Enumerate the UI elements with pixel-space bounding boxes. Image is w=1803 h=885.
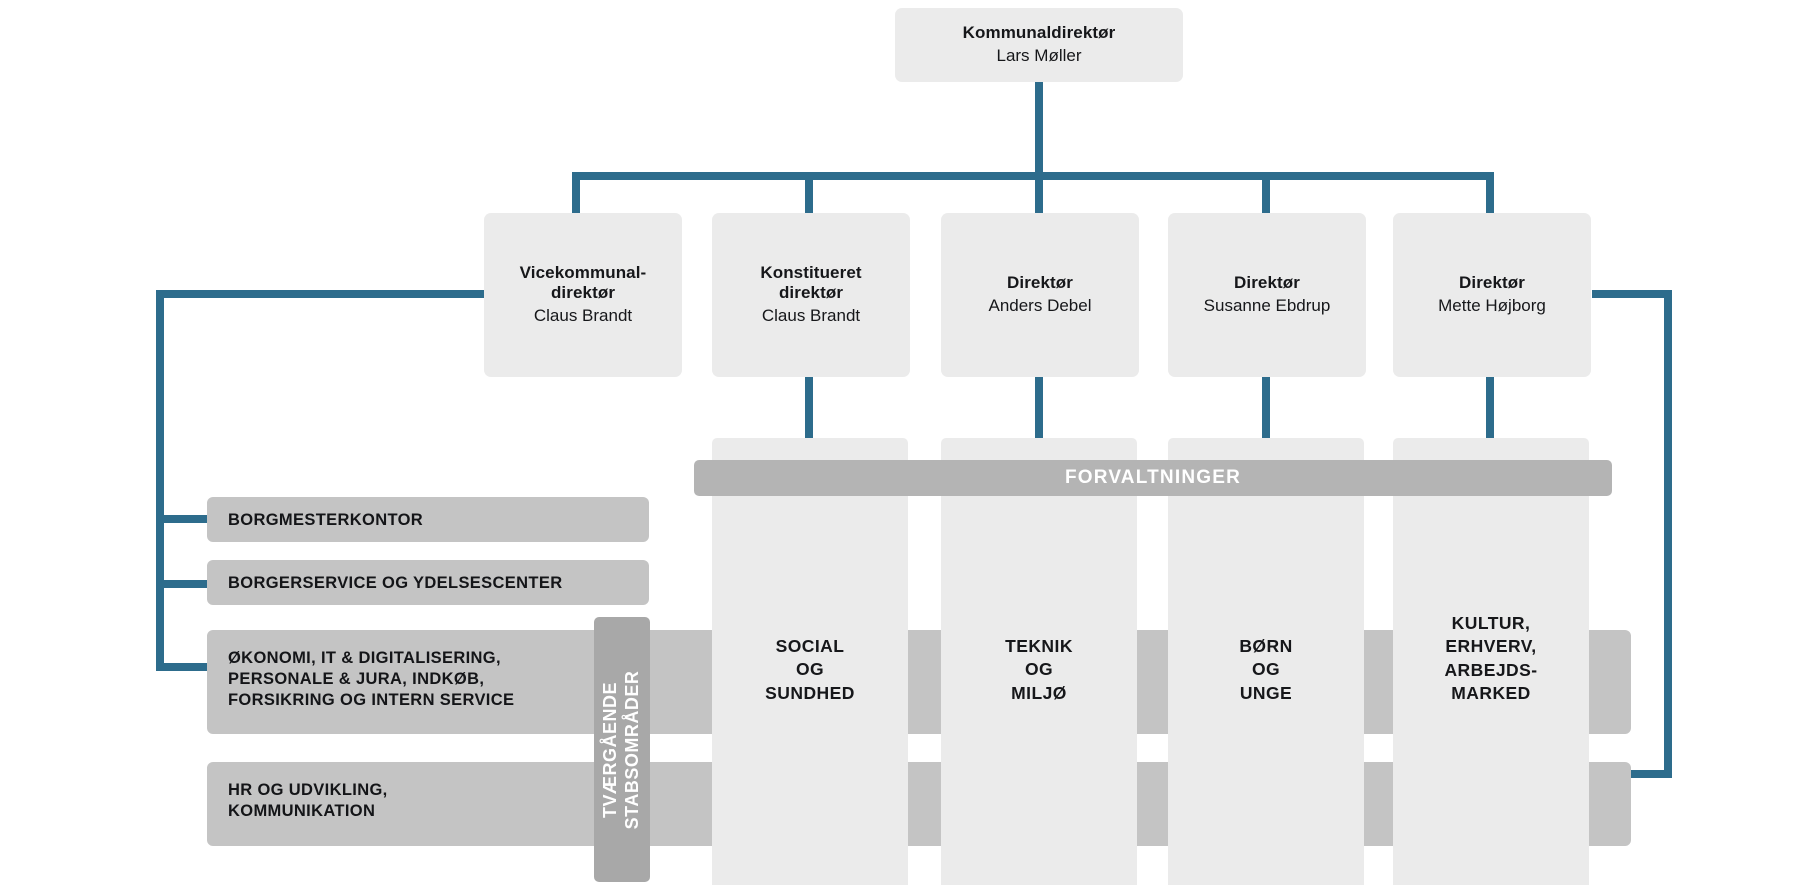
connector-forv-4: [1486, 377, 1494, 439]
person-title-konstitueret-direktoer: Konstitueret direktør: [760, 262, 862, 302]
connector-drop-1: [572, 172, 580, 214]
connector-top-stem: [1035, 82, 1043, 174]
staff-bar-borgmesterkontor[interactable]: [207, 497, 649, 542]
staff-bar-borgerservice[interactable]: [207, 560, 649, 605]
forvaltning-label-boern-og-unge: BØRN OG UNGE: [1239, 636, 1293, 703]
person-name-direktoer-susanne-ebdrup: Susanne Ebdrup: [1203, 295, 1331, 315]
person-name-direktoer-mette-hoejborg: Mette Højborg: [1438, 295, 1546, 315]
staff-label-borgmesterkontor: BORGMESTERKONTOR: [228, 511, 424, 529]
connector-right-horizontal-top: [1592, 290, 1672, 298]
person-box-vicekommunaldirektoer[interactable]: Vicekommunal- direktør Claus Brandt: [484, 213, 682, 377]
connector-forv-2: [1035, 377, 1043, 439]
person-box-direktoer-mette-hoejborg[interactable]: Direktør Mette Højborg: [1393, 213, 1591, 377]
forvaltninger-band-label: FORVALTNINGER: [1064, 467, 1242, 488]
person-title-direktoer-mette-hoejborg: Direktør: [1459, 272, 1525, 292]
connector-left-horizontal-top: [156, 290, 486, 298]
staff-label-borgerservice: BORGERSERVICE OG YDELSESCENTER: [228, 574, 563, 592]
forvaltning-column-boern-og-unge[interactable]: [1168, 438, 1364, 885]
staff-label-oekonomi: ØKONOMI, IT & DIGITALISERING, PERSONALE …: [228, 649, 515, 710]
connector-right-trunk: [1664, 290, 1672, 778]
staff-label-hr: HR OG UDVIKLING, KOMMUNIKATION: [228, 781, 388, 821]
connector-forv-3: [1262, 377, 1270, 439]
person-box-direktoer-susanne-ebdrup[interactable]: Direktør Susanne Ebdrup: [1168, 213, 1366, 377]
forvaltning-label-kultur-erhverv: KULTUR, ERHVERV, ARBEJDS- MARKED: [1444, 613, 1538, 703]
person-title-direktoer-susanne-ebdrup: Direktør: [1234, 272, 1300, 292]
forvaltning-column-teknik-og-miljoe[interactable]: [941, 438, 1137, 885]
connector-drop-3: [1035, 172, 1043, 214]
person-title-direktoer-anders-debel: Direktør: [1007, 272, 1073, 292]
connector-left-stub-2: [156, 580, 212, 588]
person-name-konstitueret-direktoer: Claus Brandt: [761, 306, 861, 325]
connector-bus: [572, 172, 1494, 180]
tvaergaaende-stabsomraader-bar[interactable]: TVÆRGÅENDE STABSOMRÅDER: [594, 617, 650, 882]
connector-left-stub-1: [156, 515, 212, 523]
person-name-vicekommunaldirektoer: Claus Brandt: [533, 306, 633, 325]
person-name-kommunaldirektoer: Lars Møller: [996, 45, 1082, 65]
person-name-direktoer-anders-debel: Anders Debel: [988, 295, 1092, 315]
person-title-vicekommunaldirektoer: Vicekommunal- direktør: [519, 262, 647, 302]
person-box-konstitueret-direktoer[interactable]: Konstitueret direktør Claus Brandt: [712, 213, 910, 377]
connector-right-horizontal-bottom: [1600, 770, 1672, 778]
forvaltning-label-social-og-sundhed: SOCIAL OG SUNDHED: [765, 636, 855, 703]
connector-drop-5: [1486, 172, 1494, 214]
person-box-direktoer-anders-debel[interactable]: Direktør Anders Debel: [941, 213, 1139, 377]
forvaltning-column-social-og-sundhed[interactable]: [712, 438, 908, 885]
connector-drop-2: [805, 172, 813, 214]
forvaltning-label-teknik-og-miljoe: TEKNIK OG MILJØ: [1005, 636, 1073, 703]
connector-left-stub-3: [156, 663, 212, 671]
person-box-kommunaldirektoer[interactable]: Kommunaldirektør Lars Møller: [895, 8, 1183, 82]
connector-forv-1: [805, 377, 813, 439]
forvaltning-column-kultur-erhverv[interactable]: [1393, 438, 1589, 885]
connector-left-trunk: [156, 290, 164, 671]
connector-drop-4: [1262, 172, 1270, 214]
person-title-kommunaldirektoer: Kommunaldirektør: [962, 22, 1116, 42]
forvaltninger-band: FORVALTNINGER: [694, 460, 1612, 496]
